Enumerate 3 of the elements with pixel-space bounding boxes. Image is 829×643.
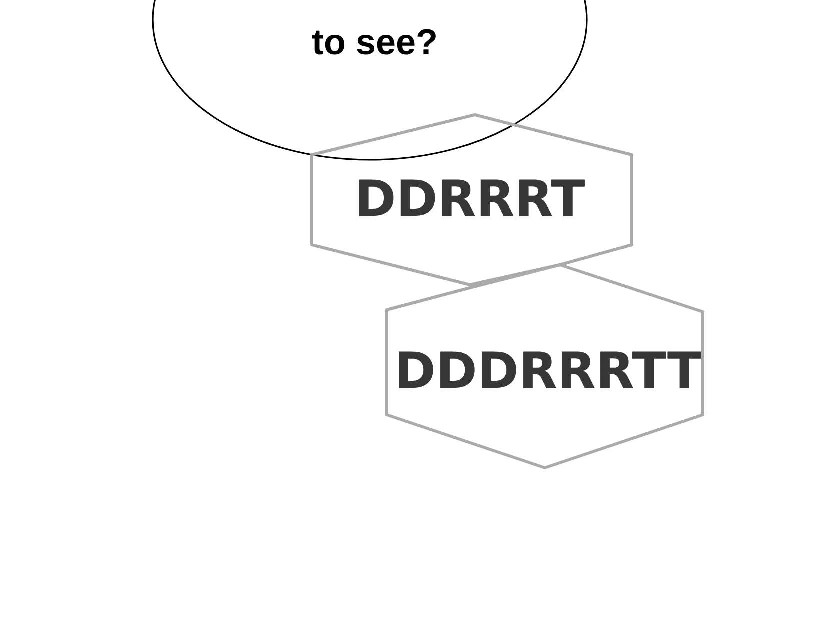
speech-bubble: to see? bbox=[152, 0, 588, 161]
sound-effect-box: DDDRRRTT bbox=[386, 264, 704, 470]
sound-effect-box: DDRRRT bbox=[310, 114, 634, 286]
